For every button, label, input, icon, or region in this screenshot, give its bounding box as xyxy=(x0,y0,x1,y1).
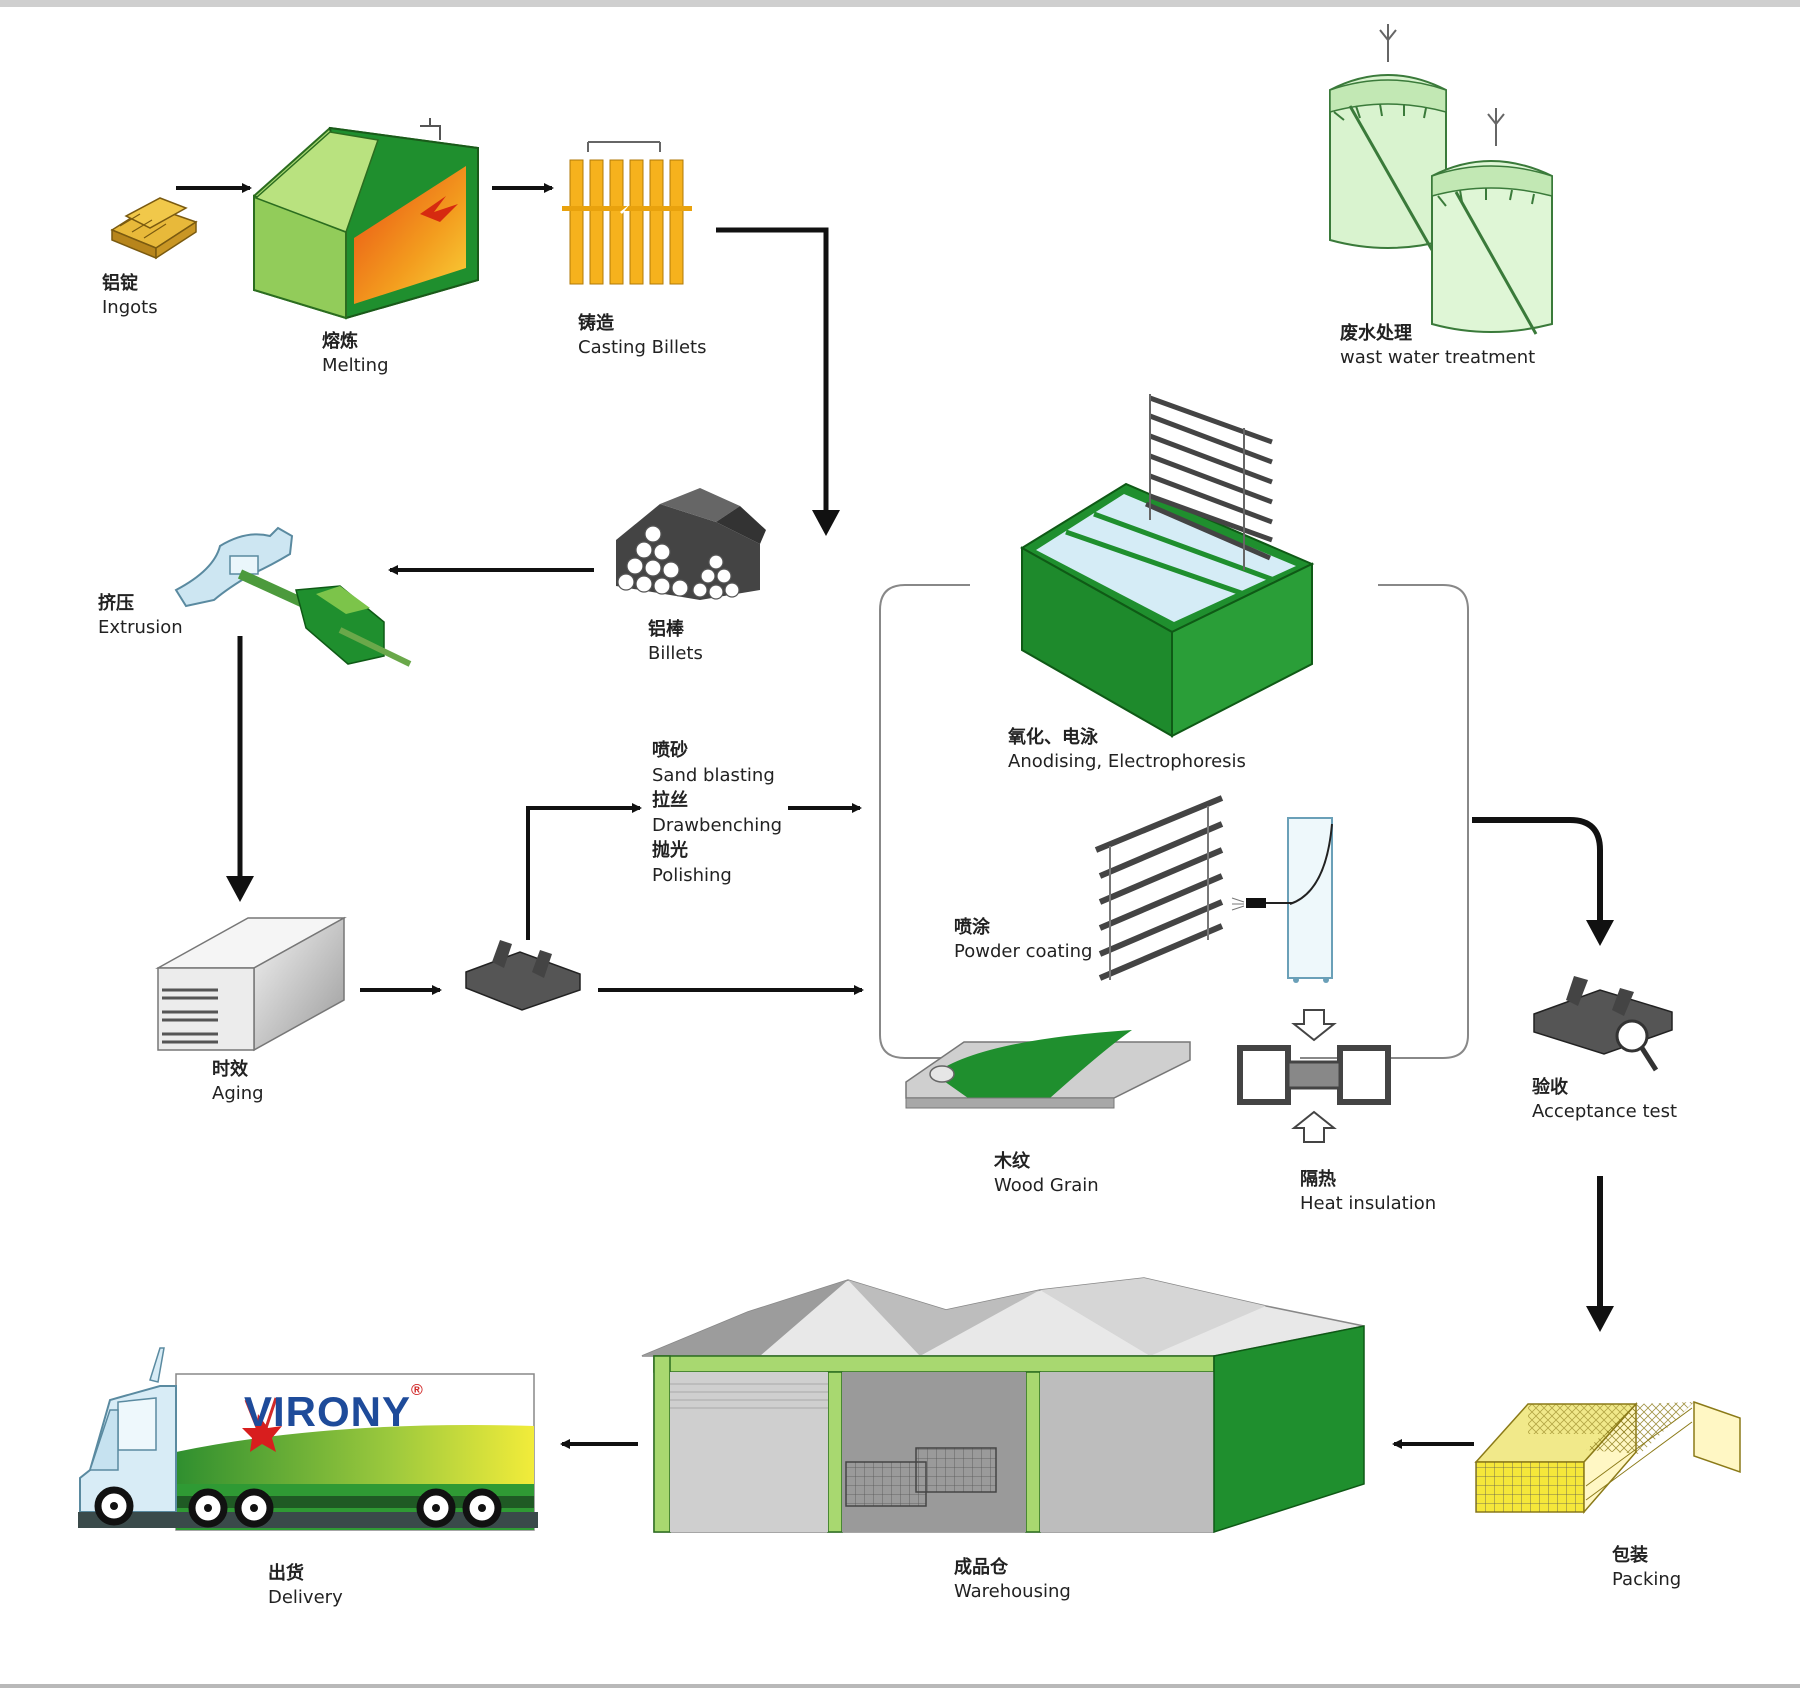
label-melting: 熔炼 Melting xyxy=(322,330,389,378)
billet-pile-icon xyxy=(616,488,766,600)
label-melting-en: Melting xyxy=(322,355,389,376)
ingot-stack-icon xyxy=(110,197,198,260)
powder-coating-line-icon xyxy=(1094,795,1333,983)
top-border xyxy=(0,0,1800,7)
label-sandblasting-en: Sand blasting xyxy=(652,765,775,786)
label-aging: 时效 Aging xyxy=(212,1058,264,1106)
label-drawbenching-en: Drawbenching xyxy=(652,815,783,836)
label-anodising: 氧化、电泳 Anodising, Electrophoresis xyxy=(1008,726,1246,774)
delivery-truck-icon xyxy=(78,1347,538,1531)
label-ingots-zh: 铝锭 xyxy=(102,273,138,294)
label-drawbenching-zh: 拉丝 xyxy=(652,790,688,811)
label-packing-zh: 包装 xyxy=(1612,1545,1648,1566)
registered-mark: ® xyxy=(411,1382,424,1399)
label-woodgrain-en: Wood Grain xyxy=(994,1175,1099,1196)
warehouse-icon xyxy=(641,1277,1365,1534)
extrusion-press-icon xyxy=(174,526,412,667)
label-warehousing-en: Warehousing xyxy=(954,1581,1071,1602)
label-heat: 隔热 Heat insulation xyxy=(1300,1168,1436,1216)
profile-icon xyxy=(465,940,581,1011)
label-wastewater-zh: 废水处理 xyxy=(1340,323,1412,344)
label-packing-en: Packing xyxy=(1612,1569,1682,1590)
melting-furnace-icon xyxy=(253,118,479,320)
label-aging-en: Aging xyxy=(212,1083,264,1104)
label-delivery-zh: 出货 xyxy=(268,1563,304,1584)
water-tank-icon xyxy=(1329,24,1553,335)
label-ingots-en: Ingots xyxy=(102,297,158,318)
label-packing: 包装 Packing xyxy=(1612,1544,1681,1592)
label-delivery-en: Delivery xyxy=(268,1587,343,1608)
truck-brand-text: VIRONY xyxy=(244,1388,412,1435)
label-heat-zh: 隔热 xyxy=(1300,1169,1336,1190)
label-powder: 喷涂 Powder coating xyxy=(954,916,1092,964)
label-extrusion: 挤压 Extrusion xyxy=(98,592,183,640)
label-ingots: 铝锭 Ingots xyxy=(102,272,158,320)
label-casting-en: Casting Billets xyxy=(578,337,707,358)
label-wastewater-en: wast water treatment xyxy=(1340,347,1536,368)
label-sandblasting-zh: 喷砂 xyxy=(652,740,688,761)
label-powder-en: Powder coating xyxy=(954,941,1093,962)
label-casting-zh: 铸造 xyxy=(578,313,614,334)
label-wastewater: 废水处理 wast water treatment xyxy=(1340,322,1535,370)
billet-rack-icon xyxy=(562,141,692,285)
anodising-tank-icon xyxy=(1020,394,1315,738)
label-warehousing-zh: 成品仓 xyxy=(954,1557,1008,1578)
label-polishing-en: Polishing xyxy=(652,865,732,886)
wood-grain-film-icon xyxy=(905,1030,1191,1109)
label-warehousing: 成品仓 Warehousing xyxy=(954,1556,1071,1604)
label-acceptance-en: Acceptance test xyxy=(1532,1101,1678,1122)
label-billets: 铝棒 Billets xyxy=(648,618,703,666)
label-casting: 铸造 Casting Billets xyxy=(578,312,706,360)
label-delivery: 出货 Delivery xyxy=(268,1562,343,1610)
label-woodgrain: 木纹 Wood Grain xyxy=(994,1150,1099,1198)
flow-arrows xyxy=(176,183,1614,1449)
label-acceptance: 验收 Acceptance test xyxy=(1532,1076,1677,1124)
label-extrusion-en: Extrusion xyxy=(98,617,183,638)
label-billets-en: Billets xyxy=(648,643,703,664)
packed-bundle-icon xyxy=(1474,1400,1741,1515)
label-anodising-zh: 氧化、电泳 xyxy=(1008,727,1098,748)
label-anodising-en: Anodising, Electrophoresis xyxy=(1008,751,1246,772)
label-melting-zh: 熔炼 xyxy=(322,331,358,352)
label-billets-zh: 铝棒 xyxy=(648,619,684,640)
label-acceptance-zh: 验收 xyxy=(1532,1077,1568,1098)
surface-treatment-bracket xyxy=(879,584,1469,1059)
thermal-break-profile-icon xyxy=(1237,1009,1391,1143)
label-woodgrain-zh: 木纹 xyxy=(994,1151,1030,1172)
label-polishing-zh: 抛光 xyxy=(652,840,688,861)
label-aging-zh: 时效 xyxy=(212,1059,248,1080)
virony-logo xyxy=(242,1397,282,1452)
truck-brand: VIRONY® xyxy=(244,1382,424,1436)
aging-oven-icon xyxy=(155,916,347,1052)
bottom-border xyxy=(0,1684,1800,1688)
magnifier-icon xyxy=(1533,976,1673,1072)
label-extrusion-zh: 挤压 xyxy=(98,593,134,614)
label-powder-zh: 喷涂 xyxy=(954,917,990,938)
label-heat-en: Heat insulation xyxy=(1300,1193,1437,1214)
label-surface-finishes: 喷砂 Sand blasting 拉丝 Drawbenching 抛光 Poli… xyxy=(652,738,782,888)
